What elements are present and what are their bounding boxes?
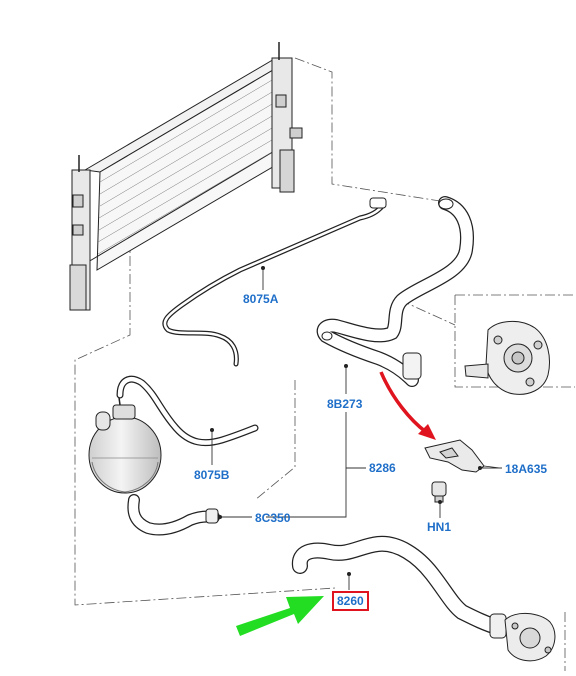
radiator [69,42,303,311]
callout-hn1: HN1 [427,520,452,534]
red-arrow-icon [379,371,436,440]
hose-8c350 [127,494,220,536]
tube-8075a [162,197,387,367]
callout-8286: 8286 [369,461,396,475]
leader-lines [211,268,502,590]
nut-hn1 [431,481,447,503]
callout-8075a: 8075A [243,292,279,306]
callout-8260-highlighted: 8260 [332,591,369,611]
callout-8c350: 8C350 [255,511,291,525]
expansion-tank [88,389,162,494]
water-pump [464,321,550,395]
thermostat-housing [504,613,556,662]
callout-8075b: 8075B [194,468,230,482]
hose-8075b [116,375,259,447]
hose-8260 [291,535,508,639]
green-arrow-icon [236,596,324,636]
leader-dots [210,266,482,576]
callout-18a635: 18A635 [505,462,548,476]
bracket-18a635 [424,439,501,473]
callout-8b273: 8B273 [327,397,363,411]
hose-8b273 [316,196,474,387]
